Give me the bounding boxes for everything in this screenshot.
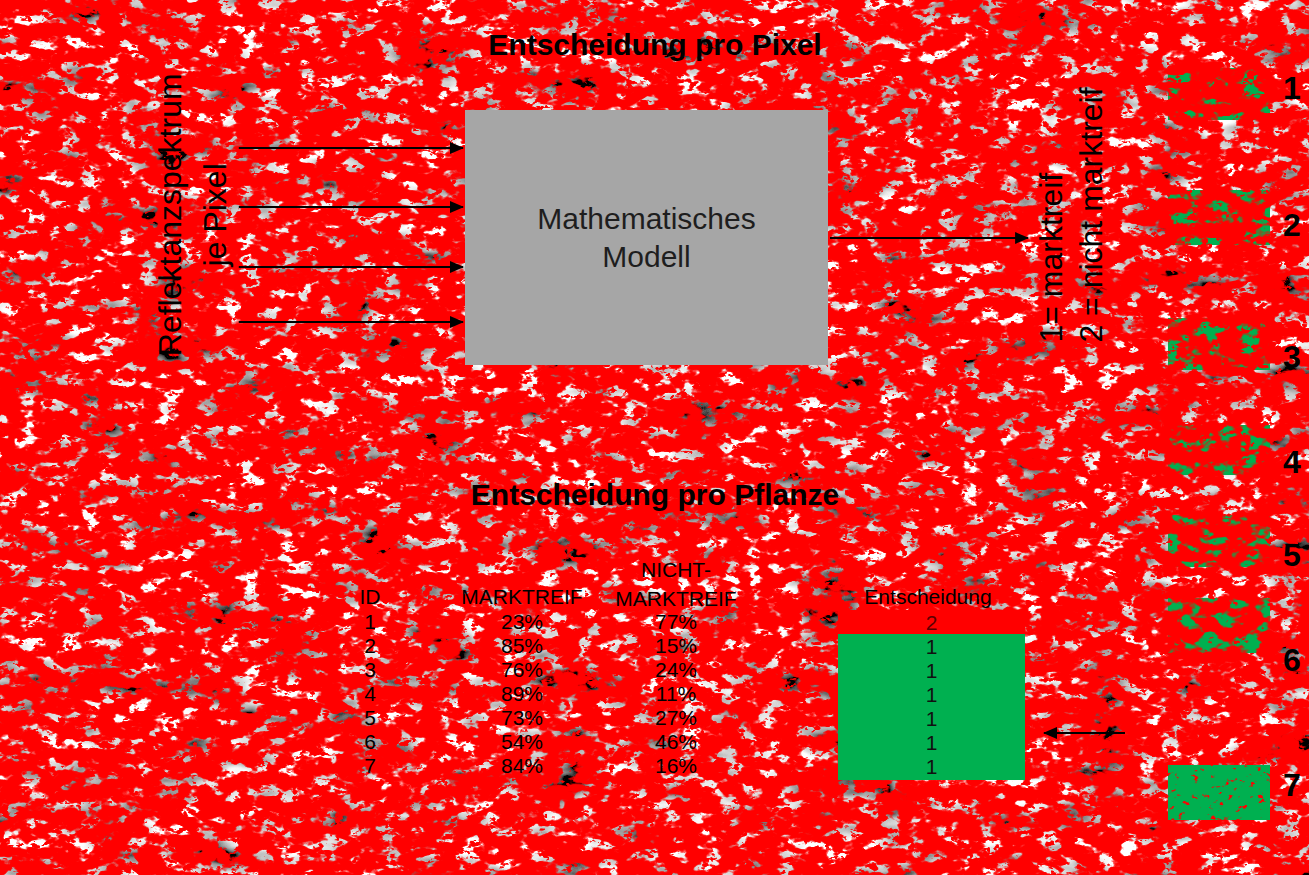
callout-number: 1 xyxy=(1283,69,1301,107)
arrow-connector xyxy=(239,147,463,149)
decision-cell: 1 xyxy=(838,682,1025,708)
table-header: MARKTREIF xyxy=(461,584,582,609)
red-pixels xyxy=(1168,598,1270,653)
section-heading: Entscheidung pro Pflanze xyxy=(471,477,839,513)
green-band xyxy=(1168,765,1270,820)
decision-cell: 1 xyxy=(838,658,1025,684)
node-text: 1 xyxy=(926,707,938,731)
table-cell: 6 xyxy=(364,729,376,754)
table-cell: 11% xyxy=(656,681,696,706)
decision-cell: 1 xyxy=(838,754,1025,780)
callout-number: 7 xyxy=(1283,766,1301,804)
table-cell: 23% xyxy=(501,609,543,634)
red-pixels xyxy=(1168,425,1270,475)
table-cell: 4 xyxy=(364,681,376,706)
red-pixels xyxy=(1168,190,1270,245)
arrow-connector xyxy=(239,321,463,323)
lettuce-image xyxy=(0,0,155,875)
decision-cell: 2 xyxy=(838,610,1025,636)
red-pixels xyxy=(1168,765,1270,820)
arrow-connector xyxy=(830,237,1028,239)
output-label: 1= marktreif2 = nicht marktreif xyxy=(1030,87,1110,342)
table-cell: 7 xyxy=(364,753,376,778)
red-pixels xyxy=(1168,68,1270,120)
table-cell: 76% xyxy=(501,657,543,682)
node-text: 1 xyxy=(926,683,938,707)
classified-image xyxy=(1168,0,1270,875)
table-cell: 54% xyxy=(501,729,543,754)
vertical-label-text: 2 = nicht marktreif xyxy=(1070,87,1110,342)
node-text: 1 xyxy=(926,659,938,683)
decision-cell: 1 xyxy=(838,706,1025,732)
input-label: Reflektanzspektrum je Pixel xyxy=(147,64,237,365)
table-cell: 2 xyxy=(364,633,376,658)
callout-number: 3 xyxy=(1283,338,1301,376)
table-header: NICHT- MARKTREIF xyxy=(615,555,736,614)
node-text: 1 xyxy=(926,731,938,755)
green-band xyxy=(1168,68,1270,120)
node-text: Mathematisches Modell xyxy=(497,200,797,275)
table-cell: 85% xyxy=(501,633,543,658)
vertical-label-text: 1= marktreif xyxy=(1030,87,1070,342)
arrow-connector xyxy=(239,266,463,268)
node-text: 2 xyxy=(926,611,938,635)
table-header: ID xyxy=(360,584,381,609)
green-band xyxy=(1168,190,1270,245)
table-cell: 73% xyxy=(501,705,543,730)
green-band xyxy=(1168,515,1270,567)
table-cell: 89% xyxy=(501,681,543,706)
table-cell: 1 xyxy=(364,609,376,634)
node-text: 1 xyxy=(926,635,938,659)
node-text: 1 xyxy=(926,755,938,779)
decision-cell: 1 xyxy=(838,730,1025,756)
arrow-connector xyxy=(239,206,463,208)
table-header: Entscheidung xyxy=(864,584,991,609)
table-cell: 15% xyxy=(655,633,697,658)
red-pixels xyxy=(1168,318,1270,370)
classified-bands xyxy=(1168,68,1270,820)
green-band xyxy=(1168,598,1270,653)
callout-number: 4 xyxy=(1283,443,1301,481)
table-cell: 27% xyxy=(655,705,697,730)
green-band xyxy=(1168,318,1270,370)
model-box: Mathematisches Modell xyxy=(465,110,828,365)
green-band xyxy=(1168,425,1270,475)
callout-number: 2 xyxy=(1283,206,1301,244)
diagram-title: Entscheidung pro Pixel xyxy=(488,28,821,62)
callout-number: 6 xyxy=(1283,641,1301,679)
vertical-label-text: Reflektanzspektrum je Pixel xyxy=(147,64,237,365)
table-cell: 5 xyxy=(364,705,376,730)
table-cell: 77% xyxy=(655,609,697,634)
red-pixels xyxy=(1168,515,1270,567)
table-cell: 16% xyxy=(655,753,697,778)
table-cell: 3 xyxy=(364,657,376,682)
callout-number: 5 xyxy=(1283,536,1301,574)
pointer-arrow xyxy=(1044,732,1125,734)
table-cell: 46% xyxy=(655,729,697,754)
table-cell: 24% xyxy=(655,657,697,682)
decision-cell: 1 xyxy=(838,634,1025,660)
table-cell: 84% xyxy=(501,753,543,778)
